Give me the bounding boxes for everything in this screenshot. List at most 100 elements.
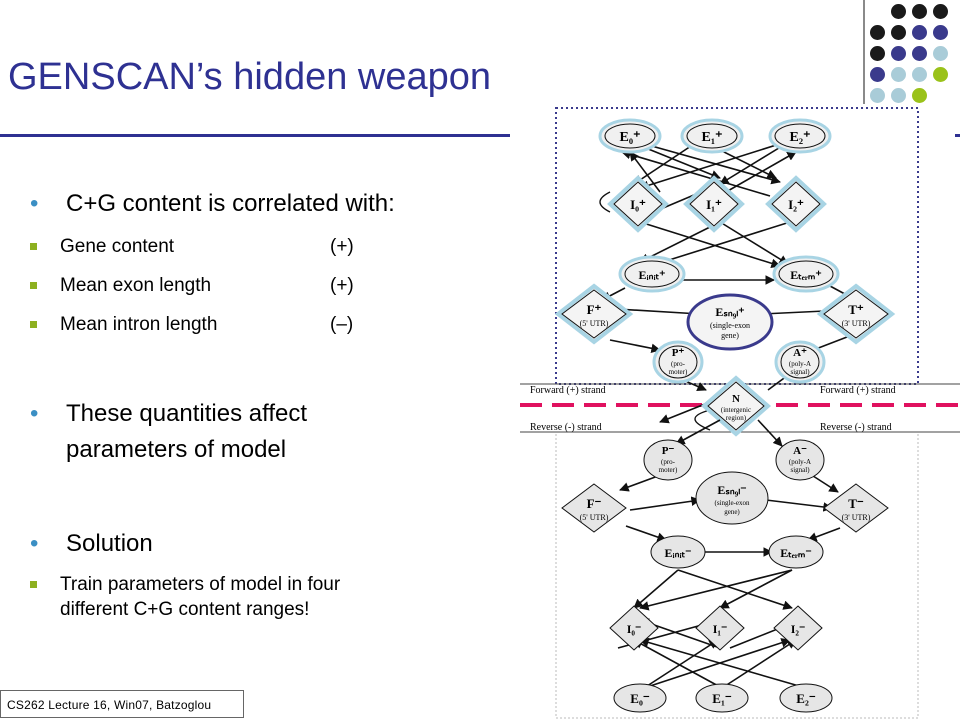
footer-credit: CS262 Lecture 16, Win07, Batzoglou [0, 690, 244, 718]
svg-text:(intergenic: (intergenic [721, 406, 751, 414]
svg-text:Eᵢₙᵢₜ⁺: Eᵢₙᵢₜ⁺ [639, 268, 666, 282]
node-E1-plus: E₁⁺ [680, 118, 744, 154]
svg-text:(pro-: (pro- [671, 360, 686, 368]
decorative-dot [870, 46, 885, 61]
decorative-dot [933, 4, 948, 19]
svg-text:E₂⁺: E₂⁺ [790, 130, 811, 145]
svg-text:E₂⁻: E₂⁻ [796, 691, 816, 706]
title-underline-right [955, 134, 960, 137]
decorative-dot [891, 88, 906, 103]
node-F-minus: F⁻ (5' UTR) [561, 483, 627, 533]
svg-text:E₁⁺: E₁⁺ [702, 130, 723, 145]
decorative-dot [933, 25, 948, 40]
svg-text:signal): signal) [790, 368, 810, 376]
node-I0-minus: I₀⁻ [609, 605, 659, 651]
svg-text:gene): gene) [721, 331, 739, 340]
node-I1-minus: I₁⁻ [695, 605, 745, 651]
svg-text:Eₛₙ₉ₗ⁺: Eₛₙ₉ₗ⁺ [715, 305, 744, 319]
svg-text:Eₜₑᵣₘ⁺: Eₜₑᵣₘ⁺ [790, 268, 822, 282]
decorative-dot [891, 67, 906, 82]
decorative-dot [912, 46, 927, 61]
svg-text:E₀⁻: E₀⁻ [630, 691, 650, 706]
svg-text:Eₜₑᵣₘ⁻: Eₜₑᵣₘ⁻ [780, 546, 812, 560]
node-F-plus: F⁺ (5' UTR) [554, 283, 634, 345]
svg-text:(3' UTR): (3' UTR) [842, 513, 871, 522]
decorative-dot [870, 67, 885, 82]
svg-text:I₀⁻: I₀⁻ [627, 622, 642, 636]
node-Esngl-minus: Eₛₙ₉ₗ⁻ (single-exon gene) [695, 471, 769, 525]
reverse-strand-label-left: Reverse (-) strand [530, 422, 602, 433]
svg-text:Eᵢₙᵢₜ⁻: Eᵢₙᵢₜ⁻ [665, 546, 692, 560]
svg-text:T⁺: T⁺ [848, 302, 864, 317]
forward-strand-label-left: Forward (+) strand [530, 385, 606, 396]
svg-text:gene): gene) [724, 508, 740, 516]
node-E0-minus: E₀⁻ [613, 683, 667, 713]
genscan-state-diagram: Forward (+) strand Forward (+) strand Re… [520, 107, 960, 719]
decorative-dot [933, 46, 948, 61]
svg-text:(poly-A: (poly-A [789, 458, 811, 466]
decorative-dot [912, 88, 927, 103]
svg-text:P⁺: P⁺ [672, 347, 685, 359]
bullet-marker: • [30, 400, 39, 427]
svg-text:E₀⁺: E₀⁺ [620, 130, 641, 145]
svg-text:A⁻: A⁻ [793, 445, 807, 457]
svg-text:I₂⁻: I₂⁻ [791, 622, 806, 636]
node-Einit-minus: Eᵢₙᵢₜ⁻ [650, 535, 706, 569]
title-underline [0, 134, 510, 137]
reverse-strand-label-right: Reverse (-) strand [820, 422, 892, 433]
node-Eterm-minus: Eₜₑᵣₘ⁻ [768, 535, 824, 569]
svg-text:A⁺: A⁺ [793, 347, 807, 359]
svg-text:I₀⁺: I₀⁺ [630, 197, 646, 212]
decorative-dot [891, 4, 906, 19]
sub-bullet-marker [30, 581, 37, 588]
node-Eterm-plus: Eₜₑᵣₘ⁺ [772, 255, 840, 293]
svg-text:F⁺: F⁺ [587, 302, 602, 317]
bullet-marker: • [30, 530, 39, 557]
svg-text:E₁⁻: E₁⁻ [712, 691, 732, 706]
svg-text:I₂⁺: I₂⁺ [788, 197, 804, 212]
svg-text:signal): signal) [790, 466, 810, 474]
decorative-dot [933, 67, 948, 82]
svg-text:(poly-A: (poly-A [789, 360, 811, 368]
node-A-minus: A⁻ (poly-A signal) [775, 439, 825, 481]
decorative-dot [891, 25, 906, 40]
node-P-plus: P⁺ (pro- moter) [652, 340, 704, 384]
sub-bullet-marker [30, 282, 37, 289]
decorative-dot [870, 88, 885, 103]
svg-text:N: N [732, 393, 740, 405]
svg-text:F⁻: F⁻ [587, 496, 602, 511]
node-Esngl-plus: Eₛₙ₉ₗ⁺ (single-exon gene) [686, 293, 774, 351]
decorative-dot [891, 46, 906, 61]
svg-text:region): region) [726, 414, 747, 422]
decorative-dot [912, 4, 927, 19]
svg-text:(pro-: (pro- [661, 458, 676, 466]
decorative-dot [912, 67, 927, 82]
sub-bullet-marker [30, 243, 37, 250]
sub-bullet-marker [30, 321, 37, 328]
svg-text:(5' UTR): (5' UTR) [580, 513, 609, 522]
svg-text:I₁⁻: I₁⁻ [713, 622, 728, 636]
forward-strand-label-right: Forward (+) strand [820, 385, 896, 396]
node-E0-plus: E₀⁺ [598, 118, 662, 154]
slide-title: GENSCAN’s hidden weapon [8, 56, 492, 98]
node-I0-plus: I₀⁺ [607, 175, 669, 233]
svg-text:moter): moter) [659, 466, 678, 474]
node-I2-minus: I₂⁻ [773, 605, 823, 651]
svg-text:P⁻: P⁻ [662, 445, 675, 457]
node-E1-minus: E₁⁻ [695, 683, 749, 713]
svg-text:(single-exon: (single-exon [715, 499, 750, 507]
svg-text:(5' UTR): (5' UTR) [580, 319, 609, 328]
node-E2-plus: E₂⁺ [768, 118, 832, 154]
node-P-minus: P⁻ (pro- moter) [643, 439, 693, 481]
corner-divider-line [863, 0, 865, 104]
decorative-dot [912, 25, 927, 40]
svg-text:I₁⁺: I₁⁺ [706, 197, 722, 212]
node-E2-minus: E₂⁻ [779, 683, 833, 713]
svg-text:T⁻: T⁻ [848, 496, 864, 511]
svg-text:Eₛₙ₉ₗ⁻: Eₛₙ₉ₗ⁻ [717, 483, 746, 497]
svg-text:(single-exon: (single-exon [710, 321, 750, 330]
node-I2-plus: I₂⁺ [765, 175, 827, 233]
svg-text:moter): moter) [669, 368, 688, 376]
bullet-marker: • [30, 190, 39, 217]
node-Einit-plus: Eᵢₙᵢₜ⁺ [618, 255, 686, 293]
